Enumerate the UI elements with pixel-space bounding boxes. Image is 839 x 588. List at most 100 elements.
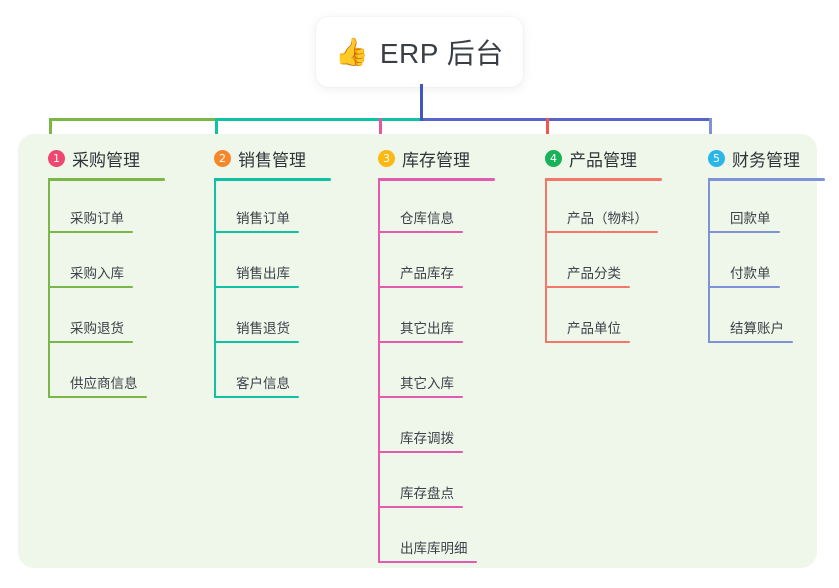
leaf-item[interactable]: 采购退货 (48, 294, 193, 343)
column-rule-2 (214, 178, 331, 181)
leaf-item-label: 出库库明细 (400, 541, 468, 556)
leaf-item-rule (708, 341, 793, 343)
column-badge-5: 5 (708, 150, 725, 167)
leaf-item-rule (708, 231, 780, 233)
column-spine-5 (708, 178, 710, 343)
leaf-item-label: 销售退货 (236, 321, 290, 336)
leaf-item[interactable]: 结算账户 (708, 294, 830, 343)
branches-panel: 1 采购管理采购订单采购入库采购退货供应商信息 2 销售管理销售订单销售出库销售退货客… (18, 134, 825, 569)
column-title-3: 库存管理 (402, 151, 470, 170)
column-title-2: 销售管理 (238, 151, 306, 170)
column-rule-5 (708, 178, 825, 181)
column-badge-4: 4 (545, 150, 562, 167)
leaf-item[interactable]: 客户信息 (214, 349, 359, 398)
leaf-item-rule (48, 341, 133, 343)
leaf-item-label: 采购入库 (70, 266, 124, 281)
leaf-item[interactable]: 产品库存 (378, 239, 523, 288)
column-drop-connector-1 (49, 118, 52, 148)
leaf-item-rule (545, 341, 630, 343)
branch-column-5: 5 财务管理回款单付款单结算账户 (708, 134, 830, 349)
column-title-1: 采购管理 (72, 151, 140, 170)
leaf-item[interactable]: 付款单 (708, 239, 830, 288)
leaf-item-rule (378, 561, 477, 563)
column-header-5[interactable]: 5 财务管理 (708, 146, 800, 171)
root-node-title: ERP 后台 (379, 38, 504, 69)
branch-column-2: 2 销售管理销售订单销售出库销售退货客户信息 (214, 134, 359, 404)
leaf-item-label: 库存调拨 (400, 431, 454, 446)
column-rule-3 (378, 178, 495, 181)
leaf-item-label: 付款单 (730, 266, 771, 281)
column-spine-1 (48, 178, 50, 398)
leaf-item-rule (214, 396, 299, 398)
column-header-2[interactable]: 2 销售管理 (214, 146, 306, 171)
column-badge-2: 2 (214, 150, 231, 167)
leaf-item[interactable]: 库存调拨 (378, 404, 523, 453)
leaf-item[interactable]: 采购入库 (48, 239, 193, 288)
leaf-item-label: 销售出库 (236, 266, 290, 281)
column-spine-3 (378, 178, 380, 563)
trunk-segment-right (420, 118, 711, 121)
column-title-5: 财务管理 (732, 151, 800, 170)
leaf-item-label: 采购退货 (70, 321, 124, 336)
leaf-item[interactable]: 产品单位 (545, 294, 690, 343)
leaf-item-rule (214, 286, 299, 288)
column-drop-connector-2 (215, 118, 218, 148)
branch-column-1: 1 采购管理采购订单采购入库采购退货供应商信息 (48, 134, 193, 404)
leaf-item-label: 结算账户 (730, 321, 784, 336)
leaf-item[interactable]: 产品（物料） (545, 184, 690, 233)
leaf-item-rule (708, 286, 780, 288)
leaf-item[interactable]: 回款单 (708, 184, 830, 233)
column-header-3[interactable]: 3 库存管理 (378, 146, 470, 171)
leaf-item[interactable]: 仓库信息 (378, 184, 523, 233)
leaf-item-label: 其它出库 (400, 321, 454, 336)
leaf-item-label: 客户信息 (236, 376, 290, 391)
root-node[interactable]: 👍 ERP 后台 (316, 17, 523, 87)
leaf-item[interactable]: 其它入库 (378, 349, 523, 398)
leaf-item[interactable]: 库存盘点 (378, 459, 523, 508)
leaf-item-rule (48, 396, 147, 398)
leaf-item[interactable]: 其它出库 (378, 294, 523, 343)
leaf-item-rule (545, 286, 630, 288)
leaf-item-label: 库存盘点 (400, 486, 454, 501)
column-spine-2 (214, 178, 216, 398)
leaf-item[interactable]: 销售退货 (214, 294, 359, 343)
leaf-item-rule (378, 396, 463, 398)
leaf-item[interactable]: 销售订单 (214, 184, 359, 233)
column-header-4[interactable]: 4 产品管理 (545, 146, 637, 171)
leaf-item-rule (48, 286, 133, 288)
column-drop-connector-3 (379, 118, 382, 148)
leaf-item-rule (378, 286, 463, 288)
leaf-item[interactable]: 销售出库 (214, 239, 359, 288)
leaf-item-rule (378, 451, 463, 453)
trunk-segment-mid (215, 118, 420, 121)
leaf-item-rule (214, 231, 299, 233)
branch-column-3: 3 库存管理仓库信息产品库存其它出库其它入库库存调拨库存盘点出库库明细 (378, 134, 523, 569)
branch-column-4: 4 产品管理产品（物料） 产品分类产品单位 (545, 134, 690, 349)
column-spine-4 (545, 178, 547, 343)
leaf-item-label: 其它入库 (400, 376, 454, 391)
leaf-item-label: 采购订单 (70, 211, 124, 226)
column-badge-1: 1 (48, 150, 65, 167)
leaf-item-label: 销售订单 (236, 211, 290, 226)
leaf-item-rule (378, 341, 463, 343)
column-drop-connector-4 (546, 118, 549, 148)
column-badge-3: 3 (378, 150, 395, 167)
leaf-item[interactable]: 出库库明细 (378, 514, 523, 563)
trunk-segment-left (49, 118, 215, 121)
column-rule-1 (48, 178, 165, 181)
leaf-item[interactable]: 产品分类 (545, 239, 690, 288)
leaf-item-label: 产品库存 (400, 266, 454, 281)
leaf-item-label: 回款单 (730, 211, 771, 226)
leaf-item-rule (214, 341, 299, 343)
leaf-item[interactable]: 供应商信息 (48, 349, 193, 398)
column-title-4: 产品管理 (569, 151, 637, 170)
leaf-item-label: 供应商信息 (70, 376, 138, 391)
thumbs-up-icon: 👍 (335, 36, 369, 67)
leaf-item[interactable]: 采购订单 (48, 184, 193, 233)
column-header-1[interactable]: 1 采购管理 (48, 146, 140, 171)
column-drop-connector-5 (709, 118, 712, 148)
leaf-item-label: 仓库信息 (400, 211, 454, 226)
leaf-item-label: 产品单位 (567, 321, 621, 336)
leaf-item-label: 产品（物料） (567, 211, 648, 226)
